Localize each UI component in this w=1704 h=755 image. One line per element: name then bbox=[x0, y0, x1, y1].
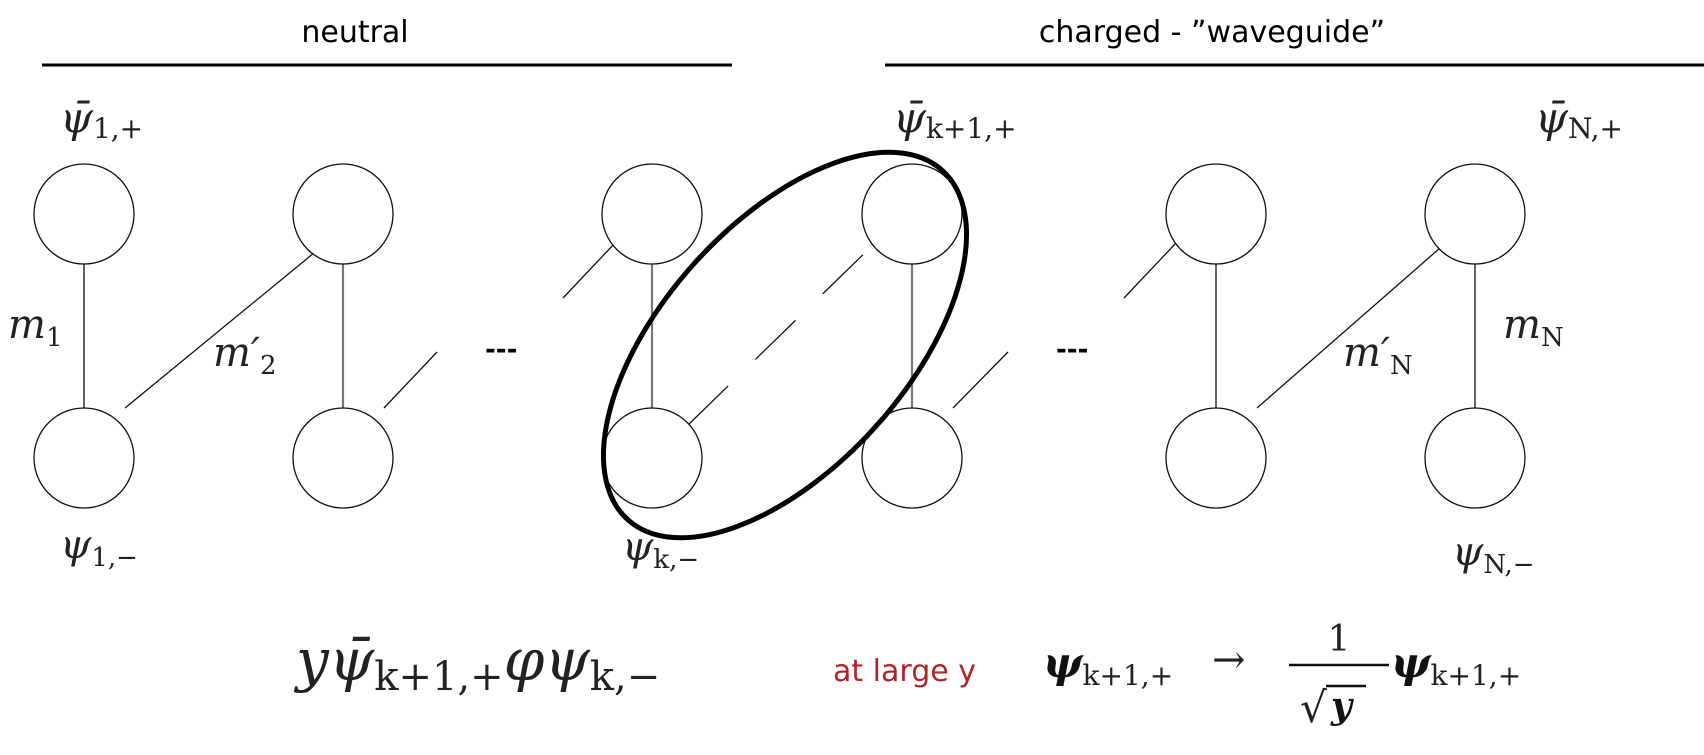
node-psi-2-minus bbox=[292, 407, 394, 509]
ellipsis-left: --- bbox=[485, 335, 517, 365]
node-psibar-1-plus bbox=[33, 163, 135, 265]
node-psibar-2-plus bbox=[292, 163, 394, 265]
node-psi-k1-minus bbox=[861, 407, 963, 509]
charged-header: charged - ”waveguide” bbox=[1039, 15, 1385, 50]
label-psi-1-minus: ψ1,− bbox=[60, 522, 138, 573]
rescaling-rhs: ψk+1,+ bbox=[1391, 638, 1521, 692]
yukawa-highlight-ellipse bbox=[600, 149, 970, 541]
label-mN: mN bbox=[1503, 302, 1564, 353]
label-psibar-1-plus: ψ̄1,+ bbox=[60, 93, 143, 145]
edge-pair2-stub bbox=[383, 351, 438, 409]
edge-yukawa-dashed bbox=[687, 242, 876, 426]
edge-pairk1-stub bbox=[952, 351, 1009, 409]
label-m1: m1 bbox=[8, 302, 62, 353]
sqrt-y: y bbox=[1330, 685, 1354, 727]
node-psibar-N1-plus bbox=[1165, 163, 1267, 265]
node-psi-1-minus bbox=[33, 407, 135, 509]
fraction-numerator: 1 bbox=[1328, 619, 1351, 660]
arrow: → bbox=[1212, 637, 1246, 683]
edge-mNprime bbox=[1256, 247, 1441, 409]
node-psibar-N-plus bbox=[1424, 163, 1526, 265]
large-y-note: at large y bbox=[833, 654, 976, 689]
label-psibar-k1-plus: ψ̄k+1,+ bbox=[893, 93, 1017, 145]
node-psibar-k-plus bbox=[601, 163, 703, 265]
neutral-header: neutral bbox=[301, 15, 408, 50]
sqrt-sign: √ bbox=[1300, 683, 1327, 732]
rescaling-lhs: ψk+1,+ bbox=[1043, 638, 1173, 692]
node-psi-N-minus bbox=[1424, 407, 1526, 509]
label-psibar-N-plus: ψ̄N,+ bbox=[1535, 93, 1623, 145]
label-m2prime: m′2 bbox=[213, 330, 277, 381]
label-psi-N-minus: ψN,− bbox=[1452, 529, 1535, 580]
node-psi-k-minus bbox=[601, 407, 703, 509]
ellipsis-right: --- bbox=[1056, 335, 1088, 365]
node-psi-N1-minus bbox=[1165, 407, 1267, 509]
label-mNprime: m′N bbox=[1343, 330, 1413, 381]
label-psi-k-minus: ψk,− bbox=[622, 524, 699, 575]
edge-pairk-stub bbox=[562, 242, 616, 299]
edge-m2prime bbox=[124, 247, 321, 409]
rescaling-formula: ψk+1,+ → 1 √ y ψk+1,+ bbox=[1043, 619, 1521, 732]
node-psibar-k1-plus bbox=[861, 163, 963, 265]
edge-pairN1-stub bbox=[1123, 242, 1177, 299]
yukawa-term-formula: yψ̄k+1,+φψk,− bbox=[293, 626, 660, 700]
